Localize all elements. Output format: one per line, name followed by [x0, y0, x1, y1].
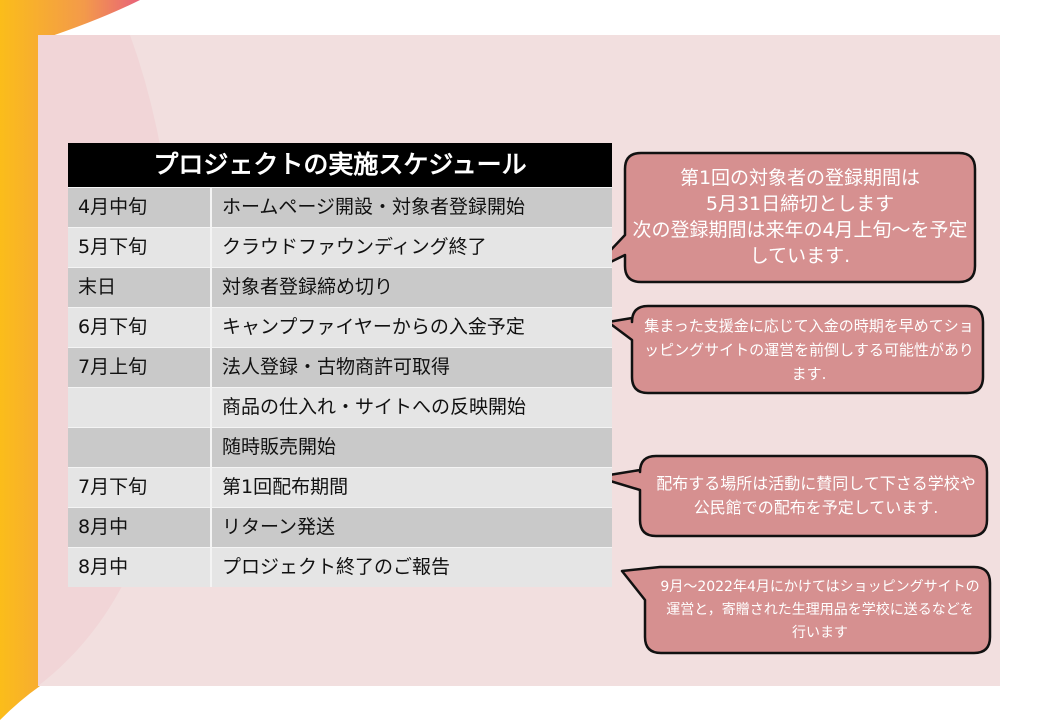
row-period: 8月中 — [68, 508, 212, 547]
callout-shape-2 — [606, 304, 985, 395]
callout-shape-1 — [588, 151, 977, 284]
row-task: 商品の仕入れ・サイトへの反映開始 — [222, 396, 527, 418]
row-task: 対象者登録締め切り — [222, 276, 394, 298]
table-row: 末日対象者登録締め切り — [68, 267, 612, 307]
callout-distribution: 配布する場所は活動に賛同して下さる学校や公民館での配布を予定しています. — [656, 474, 976, 517]
row-task: キャンプファイヤーからの入金予定 — [222, 316, 525, 338]
callout-shape-4 — [620, 565, 992, 655]
row-period: 7月下旬 — [68, 468, 212, 507]
table-row: 5月下旬クラウドファウンディング終了 — [68, 227, 612, 267]
row-task: ホームページ開設・対象者登録開始 — [222, 196, 526, 218]
row-period — [68, 428, 212, 467]
row-period: 6月下旬 — [68, 308, 212, 347]
row-period: 7月上旬 — [68, 348, 212, 387]
row-task: プロジェクト終了のご報告 — [222, 556, 451, 578]
callout-shape-3 — [595, 454, 989, 538]
row-task: 第1回配布期間 — [222, 476, 349, 498]
callout-registration: 第1回の対象者の登録期間は 5月31日締切とします 次の登録期間は来年の4月上旬… — [632, 167, 968, 267]
row-period: 4月中旬 — [68, 188, 212, 227]
row-period: 8月中 — [68, 548, 212, 587]
table-row: 商品の仕入れ・サイトへの反映開始 — [68, 387, 612, 427]
row-task: リターン発送 — [222, 516, 336, 538]
callout-payment: 集まった支援金に応じて入金の時期を早めてショッピングサイトの運営を前倒しする可能… — [644, 316, 974, 383]
row-period: 5月下旬 — [68, 228, 212, 267]
table-row: 随時販売開始 — [68, 427, 612, 467]
table-row: 6月下旬キャンプファイヤーからの入金予定 — [68, 307, 612, 347]
row-period — [68, 388, 212, 427]
callout-shopping-site: 9月～2022年4月にかけてはショッピングサイトの運営と，寄贈された生理用品を学… — [660, 578, 980, 641]
row-task: 随時販売開始 — [222, 436, 337, 458]
row-period: 末日 — [68, 268, 212, 307]
table-row: 8月中リターン発送 — [68, 507, 612, 547]
row-task: クラウドファウンディング終了 — [222, 236, 487, 258]
table-row: 7月上旬法人登録・古物商許可取得 — [68, 347, 612, 387]
table-row: 8月中プロジェクト終了のご報告 — [68, 547, 612, 587]
table-row: 4月中旬ホームページ開設・対象者登録開始 — [68, 187, 612, 227]
row-task: 法人登録・古物商許可取得 — [222, 356, 451, 378]
schedule-title: プロジェクトの実施スケジュール — [68, 143, 612, 187]
table-row: 7月下旬第1回配布期間 — [68, 467, 612, 507]
